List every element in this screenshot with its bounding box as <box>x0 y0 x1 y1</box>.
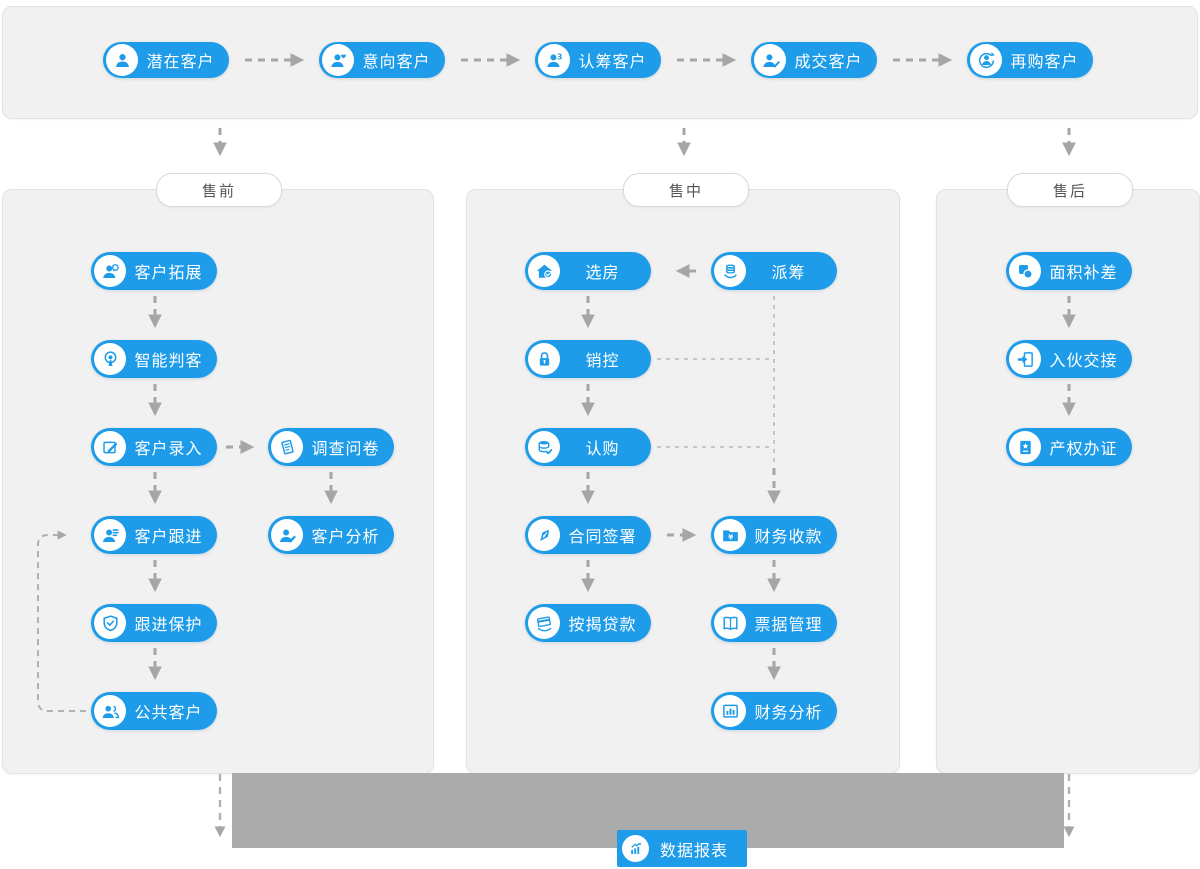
shapes-overlap-icon <box>1009 255 1041 287</box>
node-chip-distribution[interactable]: 派筹 <box>711 252 837 290</box>
coins-hand-icon <box>714 255 746 287</box>
stage-label: 成交客户 <box>794 54 863 71</box>
node-smart-customer-judge[interactable]: 智能判客 <box>91 340 217 378</box>
node-label: 选房 <box>585 265 620 282</box>
tab-pre-sale: 售前 <box>156 173 282 207</box>
chart-up-icon <box>622 835 649 862</box>
stage-label: 认筹客户 <box>578 54 647 71</box>
user-check-icon <box>754 44 786 76</box>
node-label: 票据管理 <box>754 617 823 634</box>
node-label: 客户跟进 <box>134 529 203 546</box>
node-label: 面积补差 <box>1049 265 1118 282</box>
stage-label: 再购客户 <box>1010 54 1079 71</box>
node-label: 客户拓展 <box>134 265 203 282</box>
node-subscription[interactable]: 认购 <box>525 428 651 466</box>
node-customer-analysis[interactable]: 客户分析 <box>268 516 394 554</box>
node-room-selection[interactable]: 选房 <box>525 252 651 290</box>
node-label: 产权办证 <box>1049 441 1118 458</box>
book-icon <box>714 607 746 639</box>
node-sales-control[interactable]: 销控 <box>525 340 651 378</box>
home-check-icon <box>528 255 560 287</box>
beacon-icon <box>94 343 126 375</box>
node-follow-up-protection[interactable]: 跟进保护 <box>91 604 217 642</box>
node-label: 公共客户 <box>134 705 203 722</box>
node-label: 合同签署 <box>568 529 637 546</box>
user-chat-icon <box>94 255 126 287</box>
node-label: 智能判客 <box>134 353 203 370</box>
survey-page-icon <box>271 431 303 463</box>
user-badge3-icon <box>538 44 570 76</box>
certificate-star-icon <box>1009 431 1041 463</box>
user-heart-icon <box>322 44 354 76</box>
tab-mid-sale: 售中 <box>623 173 749 207</box>
users-icon <box>94 695 126 727</box>
stage-deal-customer[interactable]: 成交客户 <box>751 42 877 78</box>
node-area-adjustment[interactable]: 面积补差 <box>1006 252 1132 290</box>
stage-subscription-customer[interactable]: 认筹客户 <box>535 42 661 78</box>
user-list-icon <box>94 519 126 551</box>
node-label: 按揭贷款 <box>568 617 637 634</box>
node-contract-signing[interactable]: 合同签署 <box>525 516 651 554</box>
node-label: 调查问卷 <box>311 441 380 458</box>
node-mortgage-loan[interactable]: 按揭贷款 <box>525 604 651 642</box>
pen-nib-icon <box>528 519 560 551</box>
stage-repurchase-customer[interactable]: 再购客户 <box>967 42 1093 78</box>
node-finance-analysis[interactable]: 财务分析 <box>711 692 837 730</box>
node-property-certificate[interactable]: 产权办证 <box>1006 428 1132 466</box>
stage-label: 意向客户 <box>362 54 431 71</box>
node-label: 跟进保护 <box>134 617 203 634</box>
folder-yen-icon <box>714 519 746 551</box>
bar-chart-frame-icon <box>714 695 746 727</box>
stage-intent-customer[interactable]: 意向客户 <box>319 42 445 78</box>
handover-icon <box>1009 343 1041 375</box>
tab-after-sale: 售后 <box>1007 173 1133 207</box>
node-customer-expansion[interactable]: 客户拓展 <box>91 252 217 290</box>
node-label: 客户录入 <box>134 441 203 458</box>
lock-icon <box>528 343 560 375</box>
database-check-icon <box>528 431 560 463</box>
node-label: 派筹 <box>771 265 806 282</box>
node-move-in-handover[interactable]: 入伙交接 <box>1006 340 1132 378</box>
node-customer-entry[interactable]: 客户录入 <box>91 428 217 466</box>
node-label: 入伙交接 <box>1049 353 1118 370</box>
user-repeat-icon <box>970 44 1002 76</box>
node-customer-follow-up[interactable]: 客户跟进 <box>91 516 217 554</box>
node-finance-collection[interactable]: 财务收款 <box>711 516 837 554</box>
data-report-label: 数据报表 <box>659 842 728 860</box>
node-label: 财务分析 <box>754 705 823 722</box>
tab-pre-sale-label: 售前 <box>201 182 236 200</box>
edit-square-icon <box>94 431 126 463</box>
node-label: 销控 <box>585 353 620 370</box>
node-survey-questionnaire[interactable]: 调查问卷 <box>268 428 394 466</box>
stage-label: 潜在客户 <box>146 54 215 71</box>
user-pencil-icon <box>271 519 303 551</box>
node-label: 客户分析 <box>311 529 380 546</box>
pre-sale-panel <box>2 189 434 774</box>
stage-potential-customer[interactable]: 潜在客户 <box>103 42 229 78</box>
node-label: 认购 <box>585 441 620 458</box>
user-icon <box>106 44 138 76</box>
node-public-customers[interactable]: 公共客户 <box>91 692 217 730</box>
tab-mid-sale-label: 售中 <box>668 182 703 200</box>
card-hand-icon <box>528 607 560 639</box>
node-label: 财务收款 <box>754 529 823 546</box>
data-report-button[interactable]: 数据报表 <box>617 830 747 867</box>
node-receipt-management[interactable]: 票据管理 <box>711 604 837 642</box>
tab-after-sale-label: 售后 <box>1052 182 1087 200</box>
shield-icon <box>94 607 126 639</box>
